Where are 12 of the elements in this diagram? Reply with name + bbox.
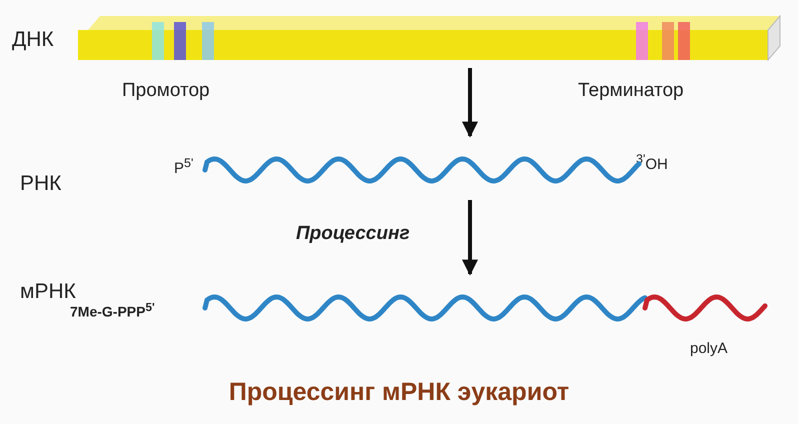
region-label: Терминатор — [578, 80, 684, 102]
region-label: Промотор — [122, 80, 210, 102]
molecule-label: РНК — [20, 172, 62, 196]
tail-label: polyA — [690, 340, 728, 357]
strand-end-label: 7Me-G-PPP$^{5'}$ — [70, 301, 155, 320]
arrow — [462, 68, 478, 138]
strand-end-label: P$^{5'}$ — [174, 156, 194, 177]
molecule-label: мРНК — [20, 280, 76, 304]
edge-label: Процессинг — [296, 223, 410, 245]
molecule-label: ДНК — [12, 28, 54, 52]
caption: Процессинг мРНК эукариот — [228, 378, 570, 407]
arrow — [462, 200, 478, 276]
